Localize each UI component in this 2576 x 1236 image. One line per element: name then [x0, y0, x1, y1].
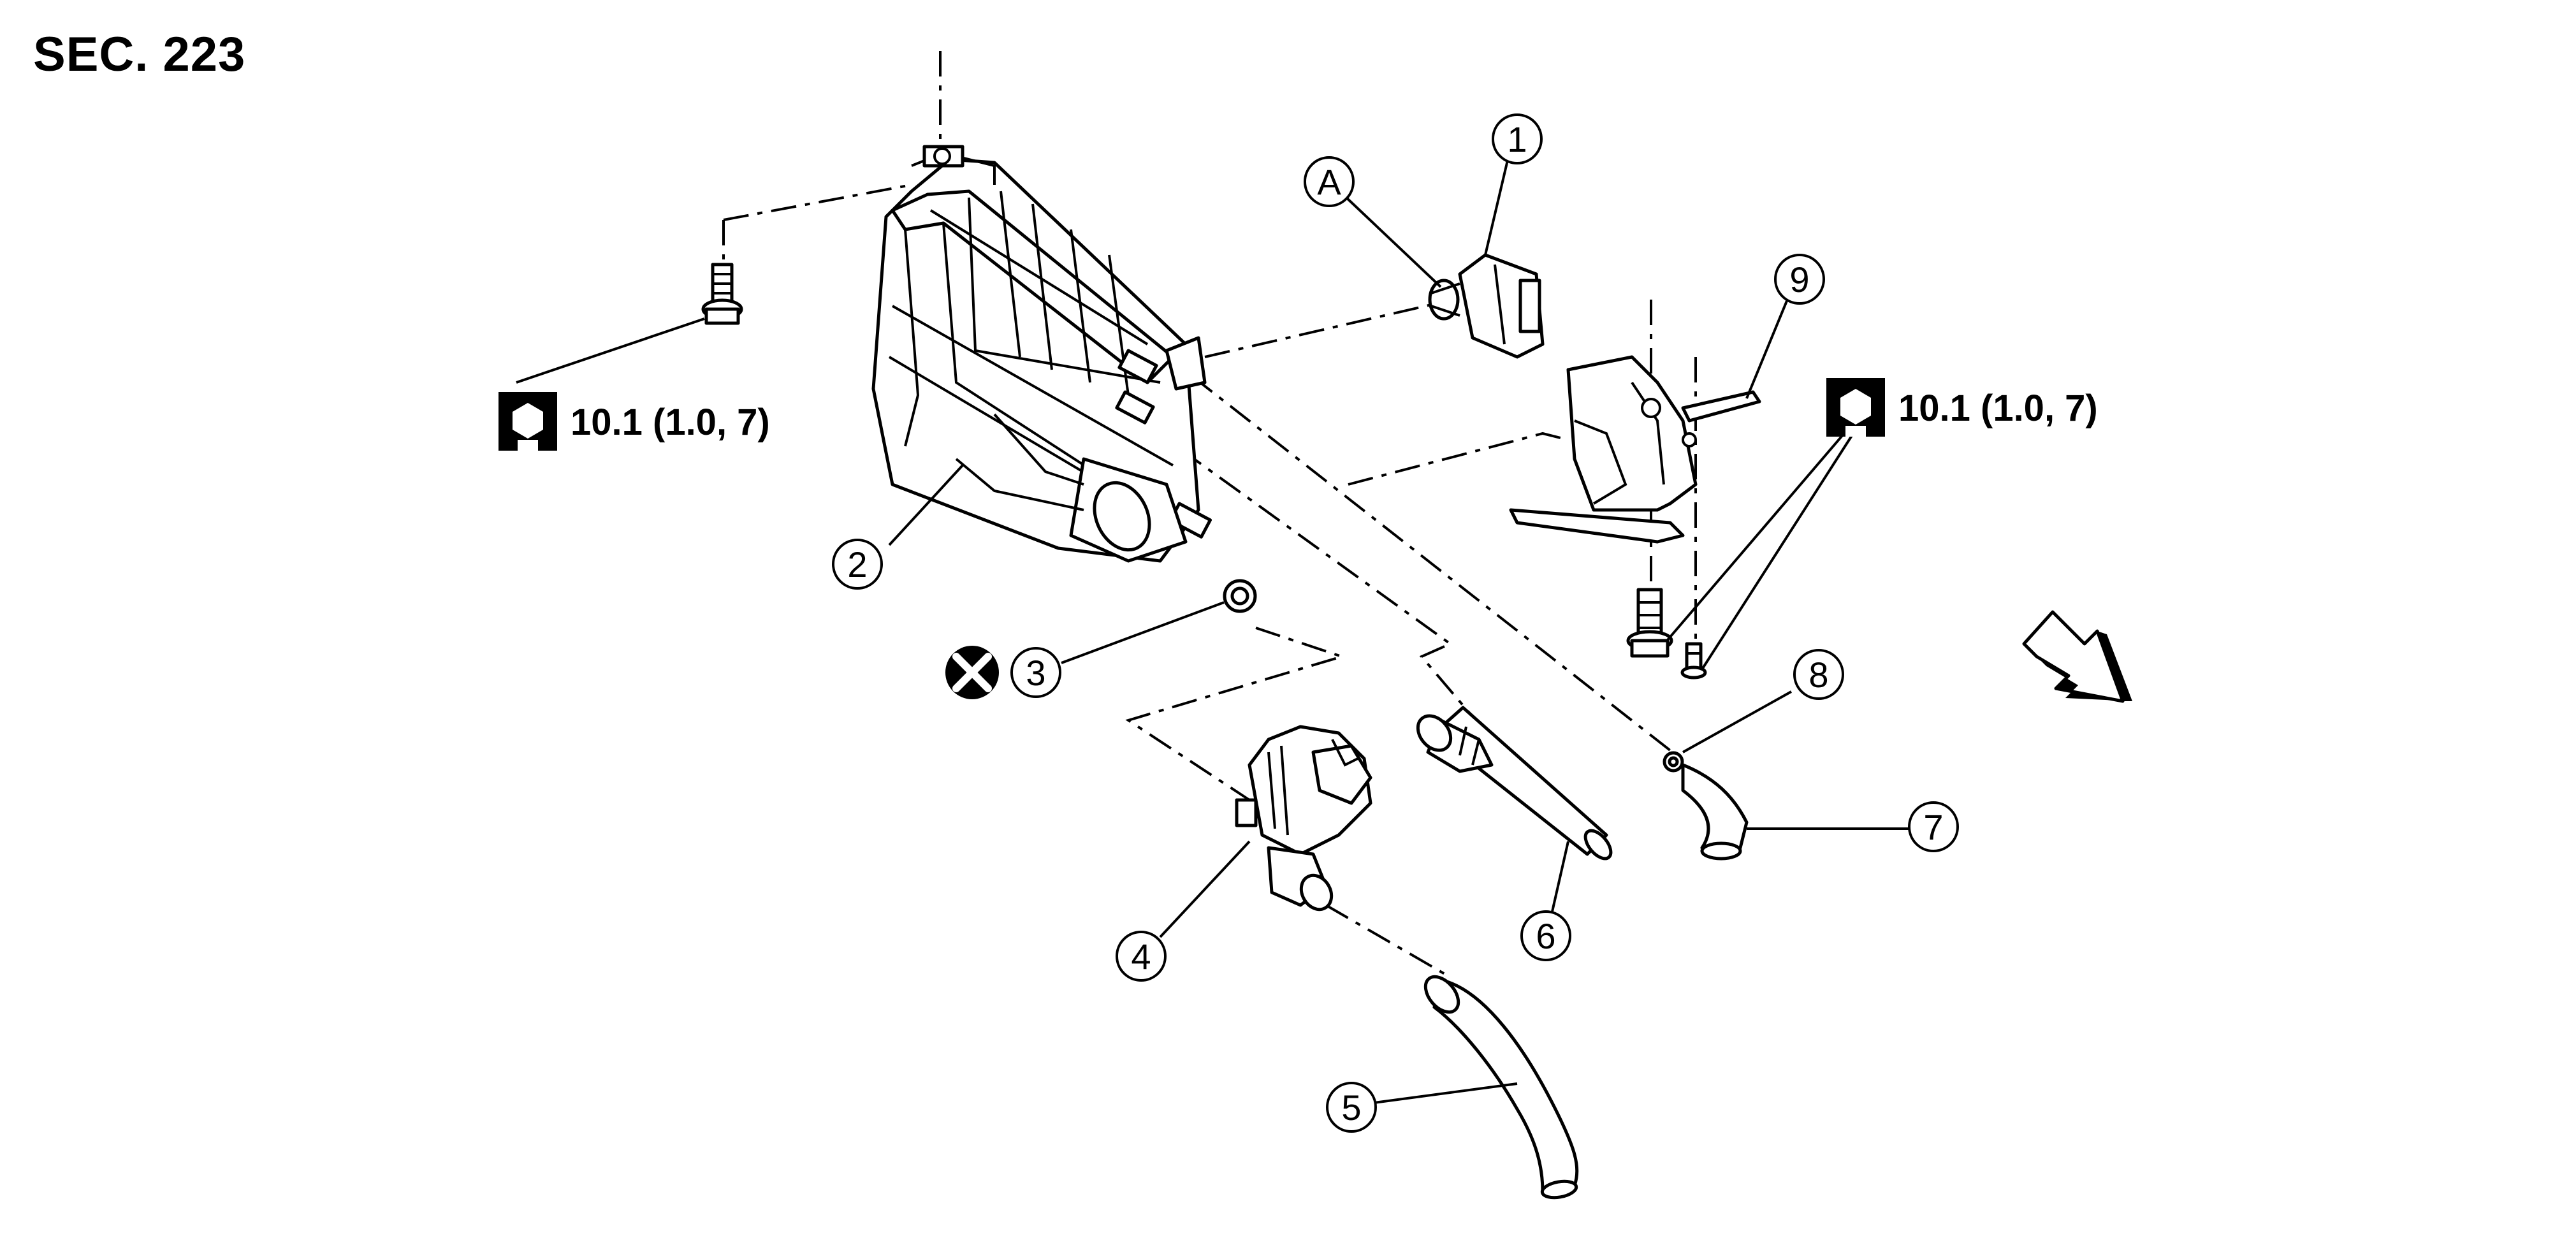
callout-9-label: 9 [1789, 259, 1809, 300]
drain-tube-part [1416, 706, 1613, 861]
torque-spec-left: 10.1 (1.0, 7) [498, 392, 770, 451]
callout-2-label: 2 [847, 544, 867, 585]
callout-3: 3 [1010, 647, 1061, 698]
callout-8: 8 [1793, 649, 1844, 700]
callout-4-label: 4 [1131, 936, 1151, 977]
front-arrow-icon [2022, 610, 2132, 703]
callout-8-label: 8 [1808, 655, 1828, 695]
leader-lines [516, 146, 1909, 1104]
mounting-bolt-left [701, 263, 743, 325]
vent-hose-part [1423, 975, 1579, 1200]
torque-value-right: 10.1 (1.0, 7) [1898, 388, 2098, 429]
evap-hose-part [1681, 763, 1749, 861]
assembly-lines [722, 51, 1697, 977]
wrench-bolt-icon [1826, 378, 1885, 437]
callout-1-label: 1 [1507, 119, 1527, 159]
torque-spec-right: 10.1 (1.0, 7) [1826, 378, 2098, 437]
callout-7-label: 7 [1923, 807, 1943, 847]
vent-control-valve-part [1235, 725, 1372, 912]
wrench-bolt-icon [498, 392, 557, 451]
evap-canister-part [871, 145, 1212, 563]
callout-5: 5 [1326, 1082, 1377, 1133]
hose-clamp-part [1663, 751, 1684, 773]
canister-bracket-part [1509, 355, 1761, 544]
callout-7: 7 [1908, 801, 1959, 852]
callout-6-label: 6 [1536, 916, 1555, 956]
callout-a: A [1304, 156, 1355, 207]
callout-6: 6 [1520, 910, 1571, 961]
callout-1: 1 [1492, 113, 1543, 164]
callout-5-label: 5 [1341, 1087, 1361, 1128]
pressure-sensor-part [1428, 253, 1545, 359]
o-ring-part [1223, 579, 1257, 613]
do-not-reuse-icon [945, 646, 999, 699]
callout-3-label: 3 [1026, 653, 1045, 693]
callout-a-label: A [1317, 162, 1341, 202]
callout-4: 4 [1116, 931, 1167, 982]
bracket-bolt-small [1680, 642, 1707, 680]
torque-value-left: 10.1 (1.0, 7) [571, 402, 770, 443]
callout-2: 2 [832, 539, 883, 590]
callout-9: 9 [1774, 254, 1825, 305]
section-title: SEC. 223 [33, 27, 246, 82]
bracket-bolt-large [1626, 588, 1673, 658]
